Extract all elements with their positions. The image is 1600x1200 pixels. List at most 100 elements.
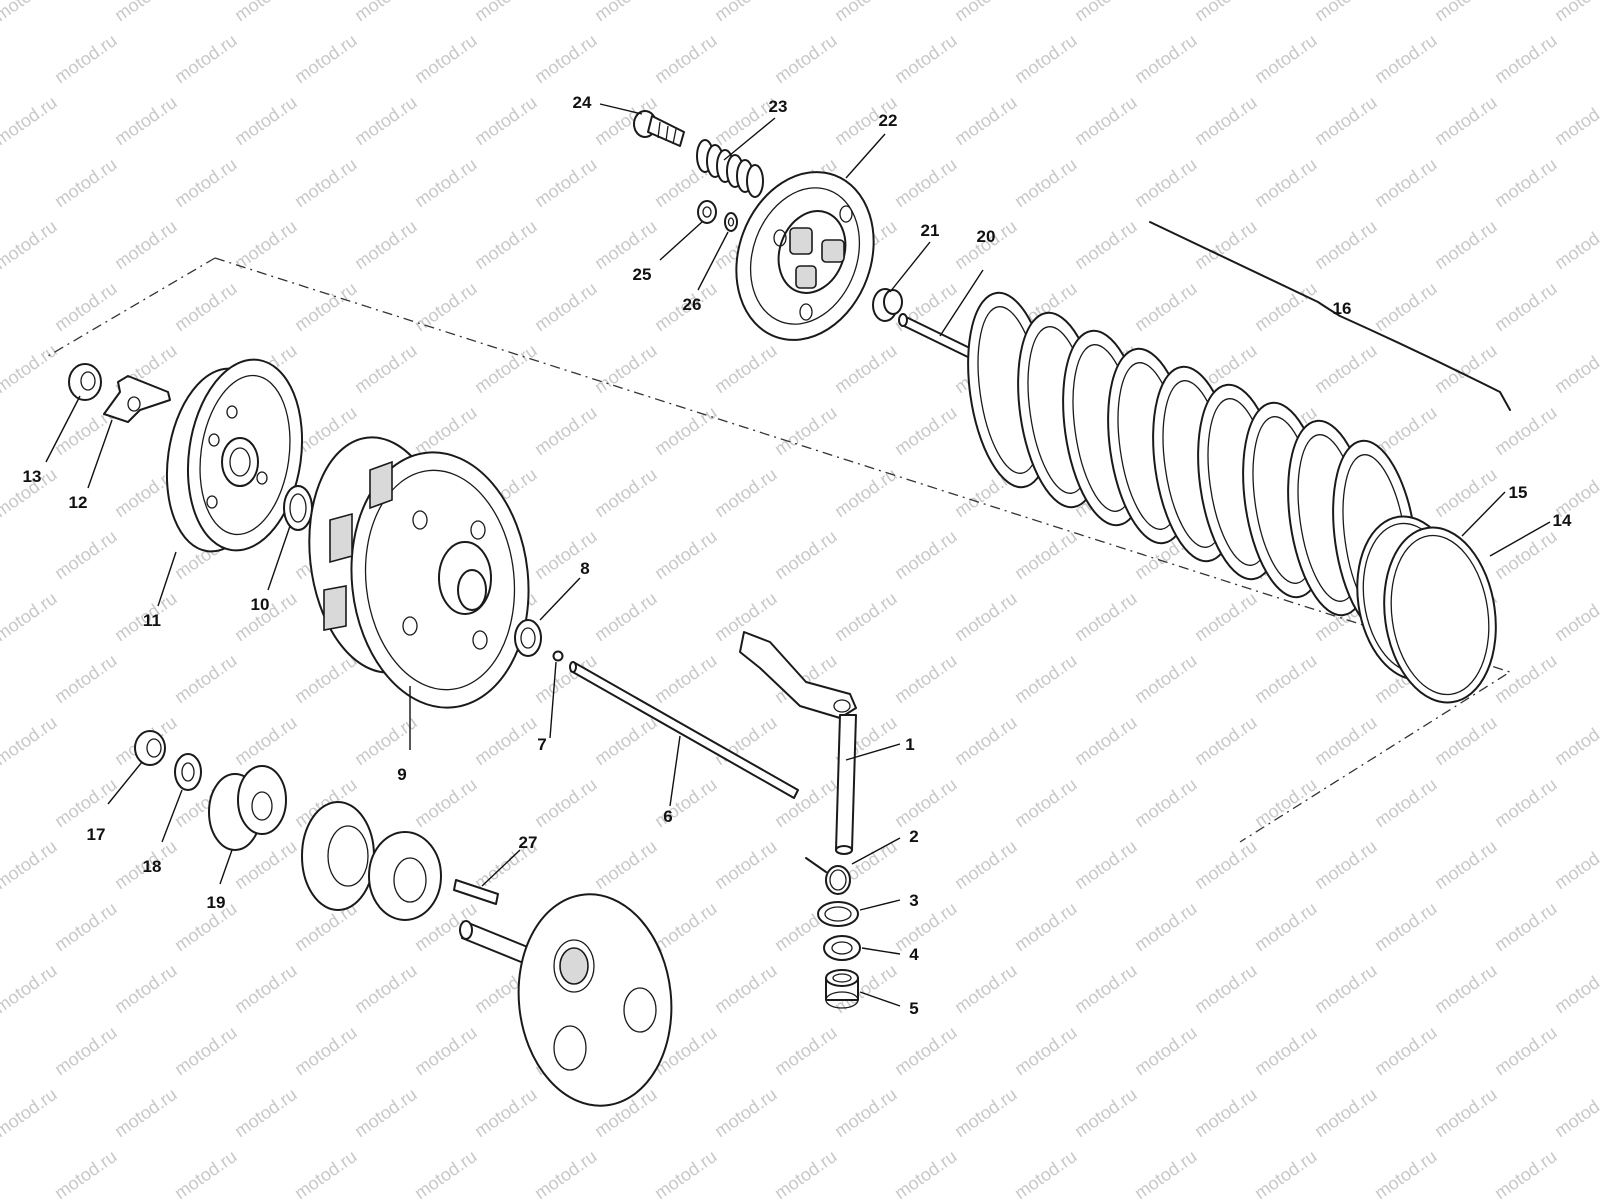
watermark-text: motod.ru: [831, 464, 901, 521]
part-7-steel-ball: [552, 650, 564, 662]
watermark-text: motod.ru: [531, 278, 601, 335]
part-18-washer: [174, 753, 202, 791]
watermark-text: motod.ru: [1551, 836, 1600, 893]
watermark-text: motod.ru: [0, 216, 60, 273]
watermark-text: motod.ru: [1131, 154, 1201, 211]
watermark-text: motod.ru: [1431, 464, 1501, 521]
watermark-text: motod.ru: [1191, 960, 1261, 1017]
watermark-text: motod.ru: [1011, 898, 1081, 955]
watermark-text: motod.ru: [1491, 30, 1561, 87]
watermark-text: motod.ru: [1131, 650, 1201, 707]
watermark-text: motod.ru: [591, 464, 661, 521]
watermark-text: motod.ru: [111, 0, 181, 25]
watermark-text: motod.ru: [171, 1146, 241, 1200]
watermark-text: motod.ru: [651, 650, 721, 707]
watermark-text: motod.ru: [0, 340, 60, 397]
watermark-text: motod.ru: [1551, 92, 1600, 149]
watermark-text: motod.ru: [1371, 1022, 1441, 1079]
part-19-drive-gear: [208, 765, 287, 851]
watermark-text: motod.ru: [1371, 30, 1441, 87]
watermark-text: motod.ru: [711, 960, 781, 1017]
watermark-text: motod.ru: [111, 1084, 181, 1141]
watermark-text: motod.ru: [1011, 650, 1081, 707]
watermark-text: motod.ru: [1551, 588, 1600, 645]
watermark-text: motod.ru: [51, 1022, 121, 1079]
part-3-circlip: [817, 901, 859, 927]
watermark-text: motod.ru: [951, 960, 1021, 1017]
watermark-text: motod.ru: [1011, 154, 1081, 211]
watermark-text: motod.ru: [711, 0, 781, 25]
watermark-text: motod.ru: [891, 650, 961, 707]
watermark-text: motod.ru: [1251, 30, 1321, 87]
callout-label-13: 13: [23, 467, 42, 486]
part-17-nut: [134, 730, 166, 766]
watermark-text: motod.ru: [1251, 154, 1321, 211]
watermark-text: motod.ru: [891, 1146, 961, 1200]
watermark-text: motod.ru: [111, 92, 181, 149]
watermark-text: motod.ru: [171, 650, 241, 707]
callout-label-21: 21: [921, 221, 940, 240]
watermark-text: motod.ru: [951, 588, 1021, 645]
part-13-nut: [68, 363, 102, 401]
callout-label-6: 6: [663, 807, 672, 826]
watermark-text: motod.ru: [471, 92, 541, 149]
watermark-text: motod.ru: [1431, 712, 1501, 769]
watermark-text: motod.ru: [1371, 898, 1441, 955]
watermark-text: motod.ru: [1011, 1022, 1081, 1079]
callout-labels: 1 2 3 4 5 6 7 8 9 10 11 12 13 14 15 16 1…: [23, 93, 1572, 1018]
watermark-text: motod.ru: [711, 1084, 781, 1141]
part-11-clutch-hub: [165, 358, 304, 553]
part-24-bolt: [633, 110, 685, 147]
watermark-text: motod.ru: [531, 774, 601, 831]
watermark-text: motod.ru: [231, 960, 301, 1017]
watermark-text: motod.ru: [1491, 650, 1561, 707]
watermark-text: motod.ru: [1491, 278, 1561, 335]
callout-label-19: 19: [207, 893, 226, 912]
assembly-axis-lines: [47, 257, 1512, 843]
callout-label-15: 15: [1509, 483, 1528, 502]
watermark-text: motod.ru: [1191, 712, 1261, 769]
watermark-text: motod.ru: [831, 340, 901, 397]
watermark-text: motod.ru: [1431, 960, 1501, 1017]
watermark-text: motod.ru: [1551, 340, 1600, 397]
watermark-text: motod.ru: [651, 898, 721, 955]
watermark-text: motod.ru: [351, 216, 421, 273]
callout-label-9: 9: [397, 765, 406, 784]
watermark-text: motod.ru: [1071, 836, 1141, 893]
watermark-text: motod.ru: [0, 960, 60, 1017]
watermark-text: motod.ru: [1251, 898, 1321, 955]
watermark-text: motod.ru: [1551, 216, 1600, 273]
watermark-text: motod.ru: [1131, 898, 1201, 955]
watermark-text: motod.ru: [411, 278, 481, 335]
watermark-text: motod.ru: [51, 526, 121, 583]
callout-label-16: 16: [1333, 299, 1352, 318]
callout-label-8: 8: [580, 559, 589, 578]
watermark-text: motod.ru: [351, 340, 421, 397]
watermark-text: motod.ru: [711, 464, 781, 521]
callout-label-26: 26: [683, 295, 702, 314]
watermark-text: motod.ru: [891, 402, 961, 459]
callout-label-27: 27: [519, 833, 538, 852]
watermark-text: motod.ru: [1311, 340, 1381, 397]
watermark-text: motod.ru: [0, 1084, 60, 1141]
watermark-text: motod.ru: [51, 1146, 121, 1200]
watermark-text: motod.ru: [531, 1146, 601, 1200]
part-27-woodruff-key: [453, 879, 499, 905]
part-16-clutch-plate-stack: [967, 221, 1511, 637]
watermark-text: motod.ru: [1131, 30, 1201, 87]
part-9-clutch-basket: [308, 436, 530, 709]
watermark-text: motod.ru: [711, 836, 781, 893]
watermark-text: motod.ru: [951, 1084, 1021, 1141]
watermark-text: motod.ru: [351, 92, 421, 149]
watermark-text: motod.ru: [1131, 278, 1201, 335]
watermark-text: motod.ru: [1191, 0, 1261, 25]
crankshaft: [459, 893, 673, 1107]
part-1-lifter-shaft: [739, 631, 857, 855]
watermark-text: motod.ru: [1131, 1022, 1201, 1079]
watermark-text: motod.ru: [1431, 836, 1501, 893]
watermark-text: motod.ru: [1371, 154, 1441, 211]
callout-label-5: 5: [909, 999, 918, 1018]
callout-label-20: 20: [977, 227, 996, 246]
